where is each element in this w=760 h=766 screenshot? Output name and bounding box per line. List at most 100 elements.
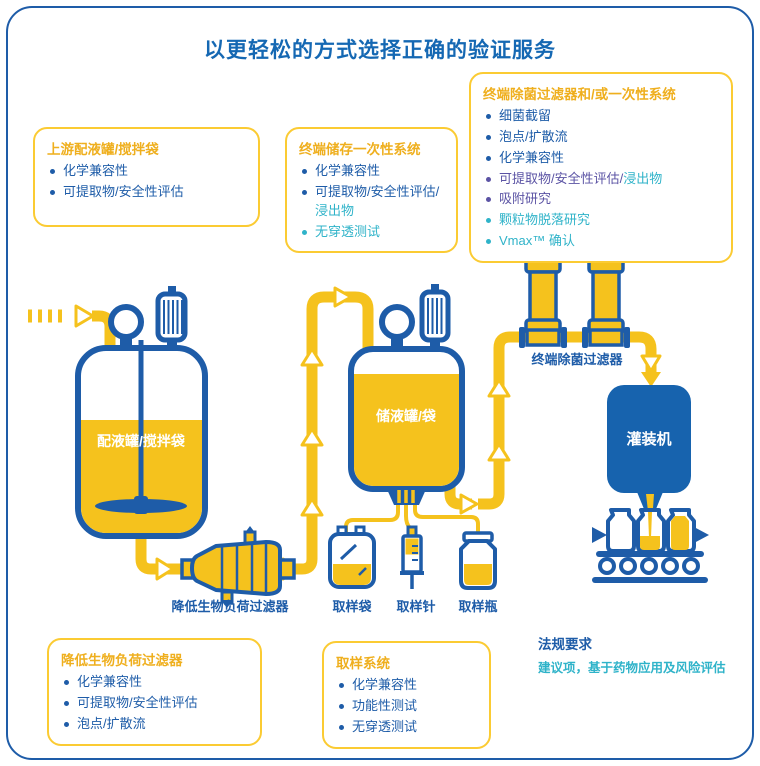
list-item: 颗粒物脱落研究	[483, 211, 719, 230]
info-box-bioburden-filter: 降低生物负荷过滤器 化学兼容性可提取物/安全性评估泡点/扩散流	[47, 638, 262, 746]
text-segment: 化学兼容性	[315, 163, 381, 178]
sterilizing-filters: 终端除菌过滤器	[519, 257, 630, 367]
list-item: 可提取物/安全性评估	[61, 694, 248, 713]
flange	[582, 327, 588, 348]
filter-fitting	[588, 328, 624, 347]
conveyor-belt-bottom	[592, 577, 708, 583]
vial-full-liquid	[671, 516, 689, 550]
text-segment: 泡点/扩散流	[77, 715, 146, 731]
filter-to-storage-pipe	[293, 291, 374, 575]
conveyor	[592, 527, 709, 583]
list-item: 吸附研究	[483, 190, 719, 209]
bullet-icon	[50, 189, 55, 195]
bullet-icon	[64, 680, 69, 685]
conveyor-belt-top	[596, 551, 704, 557]
list-item: 化学兼容性	[336, 676, 477, 695]
conveyor-rollers	[598, 557, 700, 575]
list-item-text: 可提取物/安全性评估	[63, 183, 246, 202]
list-item: 可提取物/安全性评估/浸出物	[299, 183, 444, 221]
sampling-bag-label: 取样袋	[332, 599, 372, 614]
list-item: 化学兼容性	[47, 162, 246, 181]
text-segment: 化学兼容性	[63, 163, 129, 178]
bag-shine-mark	[339, 543, 358, 561]
legend-recommended: 建议项，基于药物应用及风险评估	[538, 661, 726, 675]
flow-arrow-icon	[333, 286, 353, 308]
flange	[561, 327, 567, 348]
filter-cartridge	[591, 270, 621, 324]
sampling-bag	[328, 525, 376, 589]
filling-machine-label: 灌装机	[626, 430, 671, 448]
flow-arrow-down-icon	[640, 354, 662, 373]
sterilizing-filter-label: 终端除菌过滤器	[531, 352, 623, 367]
bullet-icon	[64, 700, 69, 706]
list-item-text: 化学兼容性	[315, 162, 444, 181]
list-item: 功能性测试	[336, 697, 477, 716]
storage-to-filling-pipe	[478, 331, 657, 510]
flow-arrow-icon	[74, 304, 95, 328]
text-segment: 细菌截留	[499, 108, 552, 123]
list-item-text: 化学兼容性	[499, 149, 719, 168]
text-segment: 化学兼容性	[499, 149, 565, 165]
sampling-bottle-tube	[413, 504, 480, 535]
list-item-text: 细菌截留	[499, 107, 719, 126]
sampling-needle-label: 取样针	[396, 599, 435, 614]
list-item-text: 功能性测试	[352, 697, 477, 716]
info-box-title: 终端储存一次性系统	[299, 142, 421, 157]
flange	[624, 327, 630, 348]
list-item-text: 可提取物/安全性评估/浸出物	[499, 170, 719, 189]
filter-cartridge	[528, 270, 558, 324]
list-item: 无穿透测试	[336, 718, 477, 737]
text-segment: 化学兼容性	[77, 674, 143, 689]
machine-inlet-funnel	[641, 372, 661, 387]
list-item-text: Vmax™ 确认	[499, 232, 719, 251]
bullet-icon	[486, 218, 491, 224]
port-tubes	[397, 490, 415, 503]
bullet-icon	[339, 724, 344, 730]
sampling-bottle-label: 取样瓶	[458, 599, 497, 614]
list-item-text: 颗粒物脱落研究	[499, 211, 719, 230]
pressure-gauge-icon	[108, 304, 144, 340]
bullet-icon	[486, 197, 491, 203]
sterilizing-filter-2	[582, 257, 630, 348]
pressure-gauge-icon	[379, 304, 415, 340]
info-box-final-storage: 终端储存一次性系统 化学兼容性可提取物/安全性评估/浸出物无穿透测试	[285, 127, 458, 254]
motor-icon	[419, 289, 451, 343]
list-item-text: 泡点/扩散流	[77, 715, 248, 734]
flow-arrow-icon	[459, 493, 479, 515]
list-item: 泡点/扩散流	[61, 715, 248, 734]
text-segment: Vmax™ 确认	[499, 233, 575, 249]
info-box-upstream-tank: 上游配液罐/搅拌袋 化学兼容性可提取物/安全性评估	[33, 127, 260, 227]
machine-body	[607, 385, 691, 493]
sampling-bottle	[459, 531, 497, 590]
filter-ribs	[220, 542, 268, 594]
motor-stem	[168, 286, 176, 295]
bullet-icon	[302, 229, 307, 235]
bullet-icon	[302, 169, 307, 174]
vial-empty	[606, 508, 636, 553]
list-item-text: 化学兼容性	[63, 162, 246, 181]
service-list: 细菌截留泡点/扩散流化学兼容性可提取物/安全性评估/浸出物吸附研究颗粒物脱落研究…	[483, 107, 719, 251]
list-item: 可提取物/安全性评估/浸出物	[483, 170, 719, 189]
mixing-tank: 配液罐/搅拌袋	[75, 286, 208, 539]
text-segment: 浸出物	[315, 202, 355, 218]
list-item-text: 吸附研究	[499, 190, 719, 209]
bioburden-filter-label: 降低生物负荷过滤器	[171, 599, 289, 614]
motor-stem	[431, 284, 439, 293]
flow-arrow-up-icon	[300, 347, 324, 367]
info-box-title: 降低生物负荷过滤器	[61, 653, 183, 668]
bullet-icon	[339, 683, 344, 688]
list-item: 细菌截留	[483, 107, 719, 126]
flange	[519, 327, 525, 348]
list-item-text: 化学兼容性	[352, 676, 477, 695]
bullet-icon	[486, 134, 491, 140]
list-item: 可提取物/安全性评估	[47, 183, 246, 202]
sampling-bag-tube	[344, 504, 400, 532]
bullet-icon	[302, 189, 307, 195]
filter-fitting	[525, 328, 561, 347]
conveyor-arrow-icon	[592, 527, 607, 543]
motor-stripes	[163, 300, 183, 334]
text-segment: 颗粒物脱落研究	[499, 212, 591, 228]
flow-arrow-up-icon	[300, 497, 324, 517]
legend: 法规要求 建议项，基于药物应用及风险评估	[538, 633, 748, 676]
